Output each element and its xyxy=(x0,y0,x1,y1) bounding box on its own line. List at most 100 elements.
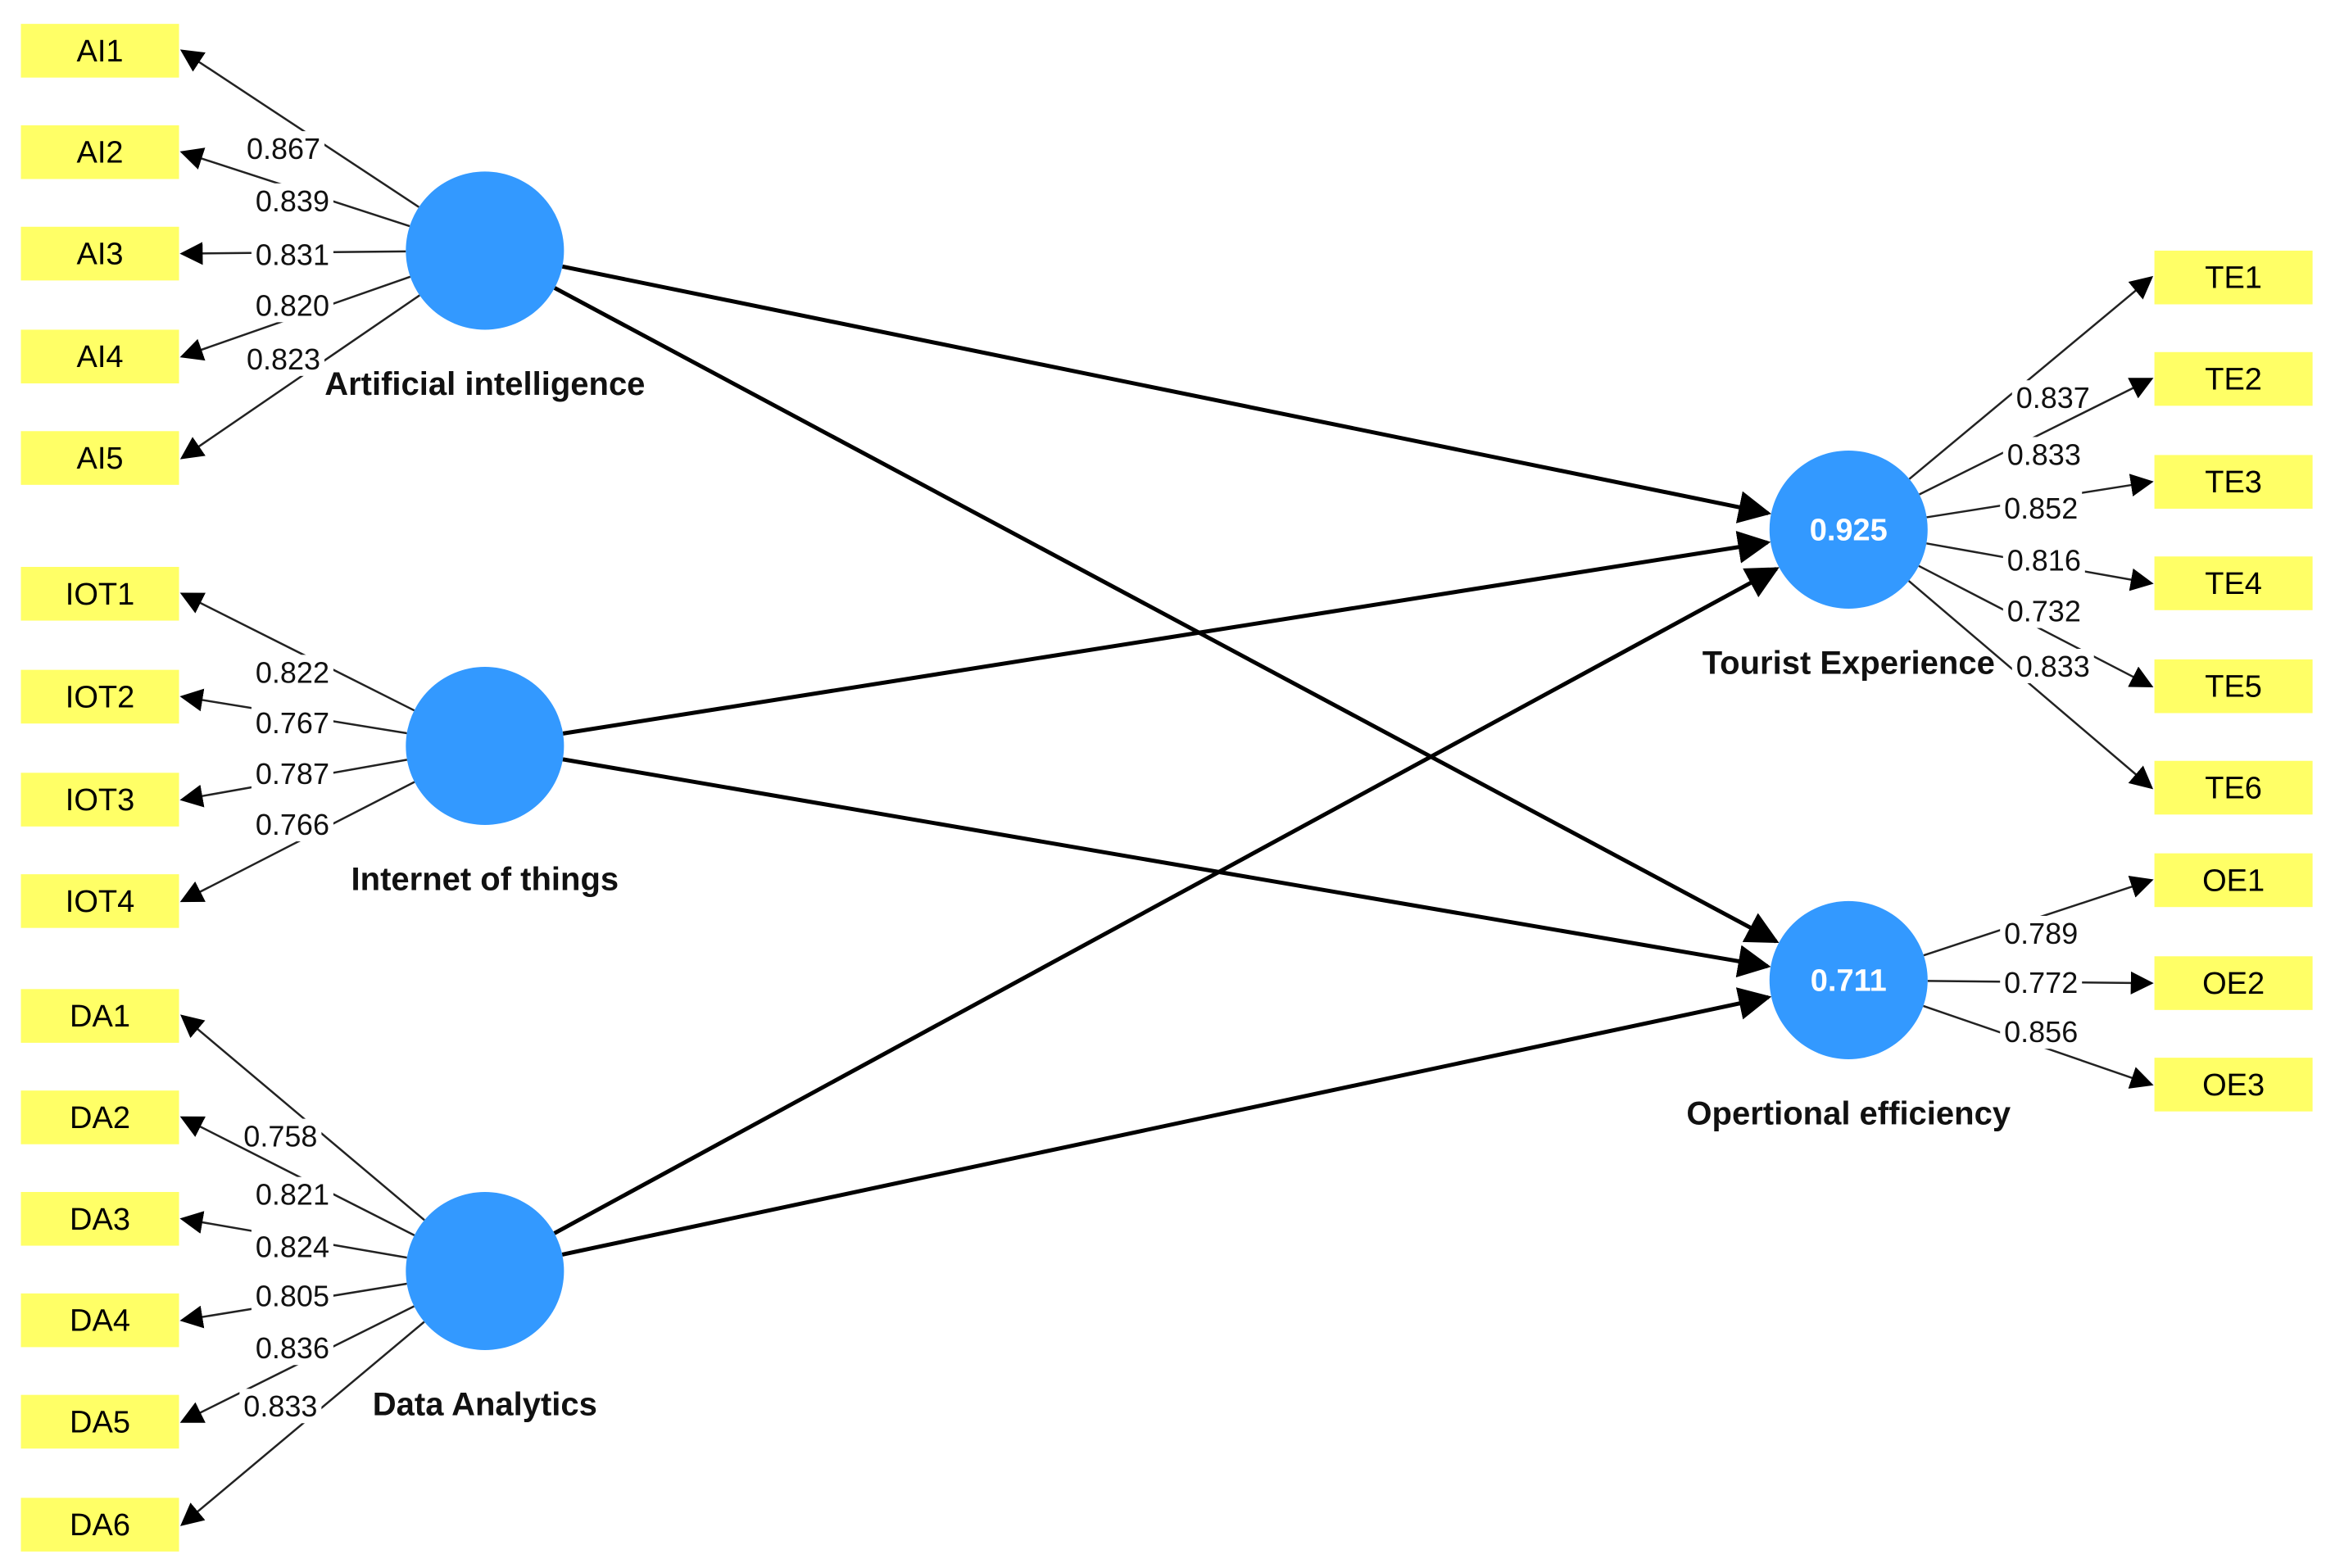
indicator-box-ai5 xyxy=(20,431,179,485)
indicator-box-iot4 xyxy=(20,874,179,928)
structural-paths xyxy=(553,264,1780,1257)
loading-arrow-da1 xyxy=(180,1014,425,1221)
indicator-box-da6 xyxy=(20,1498,179,1552)
measurement-loadings: 0.8670.8390.8310.8200.8230.8220.7670.787… xyxy=(179,49,2154,1526)
loading-label-bg xyxy=(242,131,324,166)
loading-value-te5: 0.732 xyxy=(2007,595,2081,628)
indicator-label-ai5: AI5 xyxy=(76,442,123,476)
indicator-box-te6 xyxy=(2154,760,2313,815)
indicator-label-ai3: AI3 xyxy=(76,238,123,272)
indicator-label-iot1: IOT1 xyxy=(66,578,134,612)
loading-label-bg xyxy=(251,1229,333,1264)
indicator-boxes: AI1AI2AI3AI4AI5IOT1IOT2IOT3IOT4DA1DA2DA3… xyxy=(20,24,2313,1552)
loading-label-bg xyxy=(239,1389,322,1424)
indicator-box-iot1 xyxy=(20,566,179,621)
indicator-label-iot4: IOT4 xyxy=(66,885,134,919)
construct-r2-te: 0.925 xyxy=(1810,513,1888,547)
loading-label-bg xyxy=(251,655,333,690)
indicator-box-oe3 xyxy=(2154,1058,2313,1112)
loading-label-bg xyxy=(2002,593,2085,628)
loading-value-te6: 0.833 xyxy=(2016,650,2090,683)
loading-label-bg xyxy=(251,183,333,218)
indicator-box-te5 xyxy=(2154,659,2313,714)
loading-label-bg xyxy=(251,1176,333,1212)
loading-arrow-te6 xyxy=(1907,580,2154,790)
construct-r2-oe: 0.711 xyxy=(1811,963,1887,998)
loading-value-da2: 0.821 xyxy=(256,1178,329,1212)
indicator-box-ai3 xyxy=(20,226,179,281)
construct-circle-iot xyxy=(406,667,564,826)
loading-arrow-ai5 xyxy=(179,294,420,460)
construct-name-te: Tourist Experience xyxy=(1703,645,1995,681)
loading-label-bg xyxy=(2000,915,2083,950)
indicator-box-iot2 xyxy=(20,669,179,724)
indicator-label-da6: DA6 xyxy=(70,1508,130,1543)
path-arrow-da-to-oe xyxy=(561,987,1772,1257)
indicator-label-iot3: IOT3 xyxy=(66,783,134,818)
indicator-label-da2: DA2 xyxy=(70,1101,130,1135)
indicator-label-ai1: AI1 xyxy=(76,34,123,69)
loading-value-da3: 0.824 xyxy=(256,1230,329,1263)
indicator-box-ai2 xyxy=(20,125,179,179)
path-arrow-iot-to-te xyxy=(562,531,1771,736)
loading-value-ai4: 0.820 xyxy=(256,288,329,322)
indicator-box-te1 xyxy=(2154,250,2313,305)
indicator-label-te1: TE1 xyxy=(2205,261,2262,296)
indicator-label-iot2: IOT2 xyxy=(66,680,134,714)
loading-value-iot3: 0.787 xyxy=(256,757,329,791)
indicator-box-te4 xyxy=(2154,556,2313,610)
construct-circle-da xyxy=(406,1192,564,1351)
construct-circle-te xyxy=(1769,450,1928,609)
loading-label-bg xyxy=(251,705,333,741)
indicator-box-da3 xyxy=(20,1192,179,1246)
loading-value-iot1: 0.822 xyxy=(256,655,329,689)
indicator-label-oe1: OE1 xyxy=(2202,863,2265,898)
construct-circle-oe xyxy=(1769,900,1928,1059)
loading-value-oe3: 0.856 xyxy=(2004,1015,2078,1049)
loading-value-da1: 0.758 xyxy=(243,1120,317,1153)
loading-arrow-ai1 xyxy=(179,49,419,208)
indicator-box-te2 xyxy=(2154,351,2313,406)
loading-value-iot4: 0.766 xyxy=(256,808,329,841)
loading-label-bg xyxy=(251,288,333,323)
loading-label-bg xyxy=(251,807,333,842)
loading-label-bg xyxy=(251,756,333,791)
loading-value-iot2: 0.767 xyxy=(256,706,329,740)
loading-arrow-iot1 xyxy=(179,592,415,712)
construct-name-ai: Artificial intelligence xyxy=(324,366,645,402)
indicator-box-te3 xyxy=(2154,455,2313,509)
indicator-label-da1: DA1 xyxy=(70,999,130,1034)
construct-name-oe: Opertional efficiency xyxy=(1686,1095,2011,1131)
loading-arrow-te1 xyxy=(1908,275,2154,480)
loading-label-bg xyxy=(242,341,324,376)
loading-label-bg xyxy=(251,1330,333,1366)
loading-arrow-iot4 xyxy=(179,781,415,903)
indicator-label-te2: TE2 xyxy=(2205,363,2262,397)
loading-value-te3: 0.852 xyxy=(2004,492,2078,525)
indicator-label-da3: DA3 xyxy=(70,1203,130,1237)
indicator-box-oe1 xyxy=(2154,853,2313,908)
loading-value-te2: 0.833 xyxy=(2007,437,2081,471)
indicator-box-da2 xyxy=(20,1090,179,1144)
construct-name-da: Data Analytics xyxy=(373,1386,597,1422)
indicator-box-oe2 xyxy=(2154,956,2313,1010)
loading-label-bg xyxy=(2011,380,2094,415)
loading-value-oe1: 0.789 xyxy=(2004,917,2078,950)
indicator-label-ai2: AI2 xyxy=(76,136,123,170)
loading-label-bg xyxy=(2011,649,2094,684)
indicator-label-te3: TE3 xyxy=(2205,465,2262,500)
indicator-label-da5: DA5 xyxy=(70,1405,130,1439)
loading-value-ai2: 0.839 xyxy=(256,184,329,218)
loading-value-te1: 0.837 xyxy=(2016,381,2090,415)
indicator-label-te5: TE5 xyxy=(2205,670,2262,705)
path-arrow-da-to-te xyxy=(553,567,1780,1235)
loading-arrow-te2 xyxy=(1919,378,2154,496)
path-arrow-iot-to-oe xyxy=(562,757,1771,978)
indicator-box-da5 xyxy=(20,1394,179,1449)
indicator-label-oe2: OE2 xyxy=(2202,967,2265,1001)
loading-value-oe2: 0.772 xyxy=(2004,966,2078,999)
loading-label-bg xyxy=(2000,490,2083,525)
indicator-label-oe3: OE3 xyxy=(2202,1068,2265,1103)
